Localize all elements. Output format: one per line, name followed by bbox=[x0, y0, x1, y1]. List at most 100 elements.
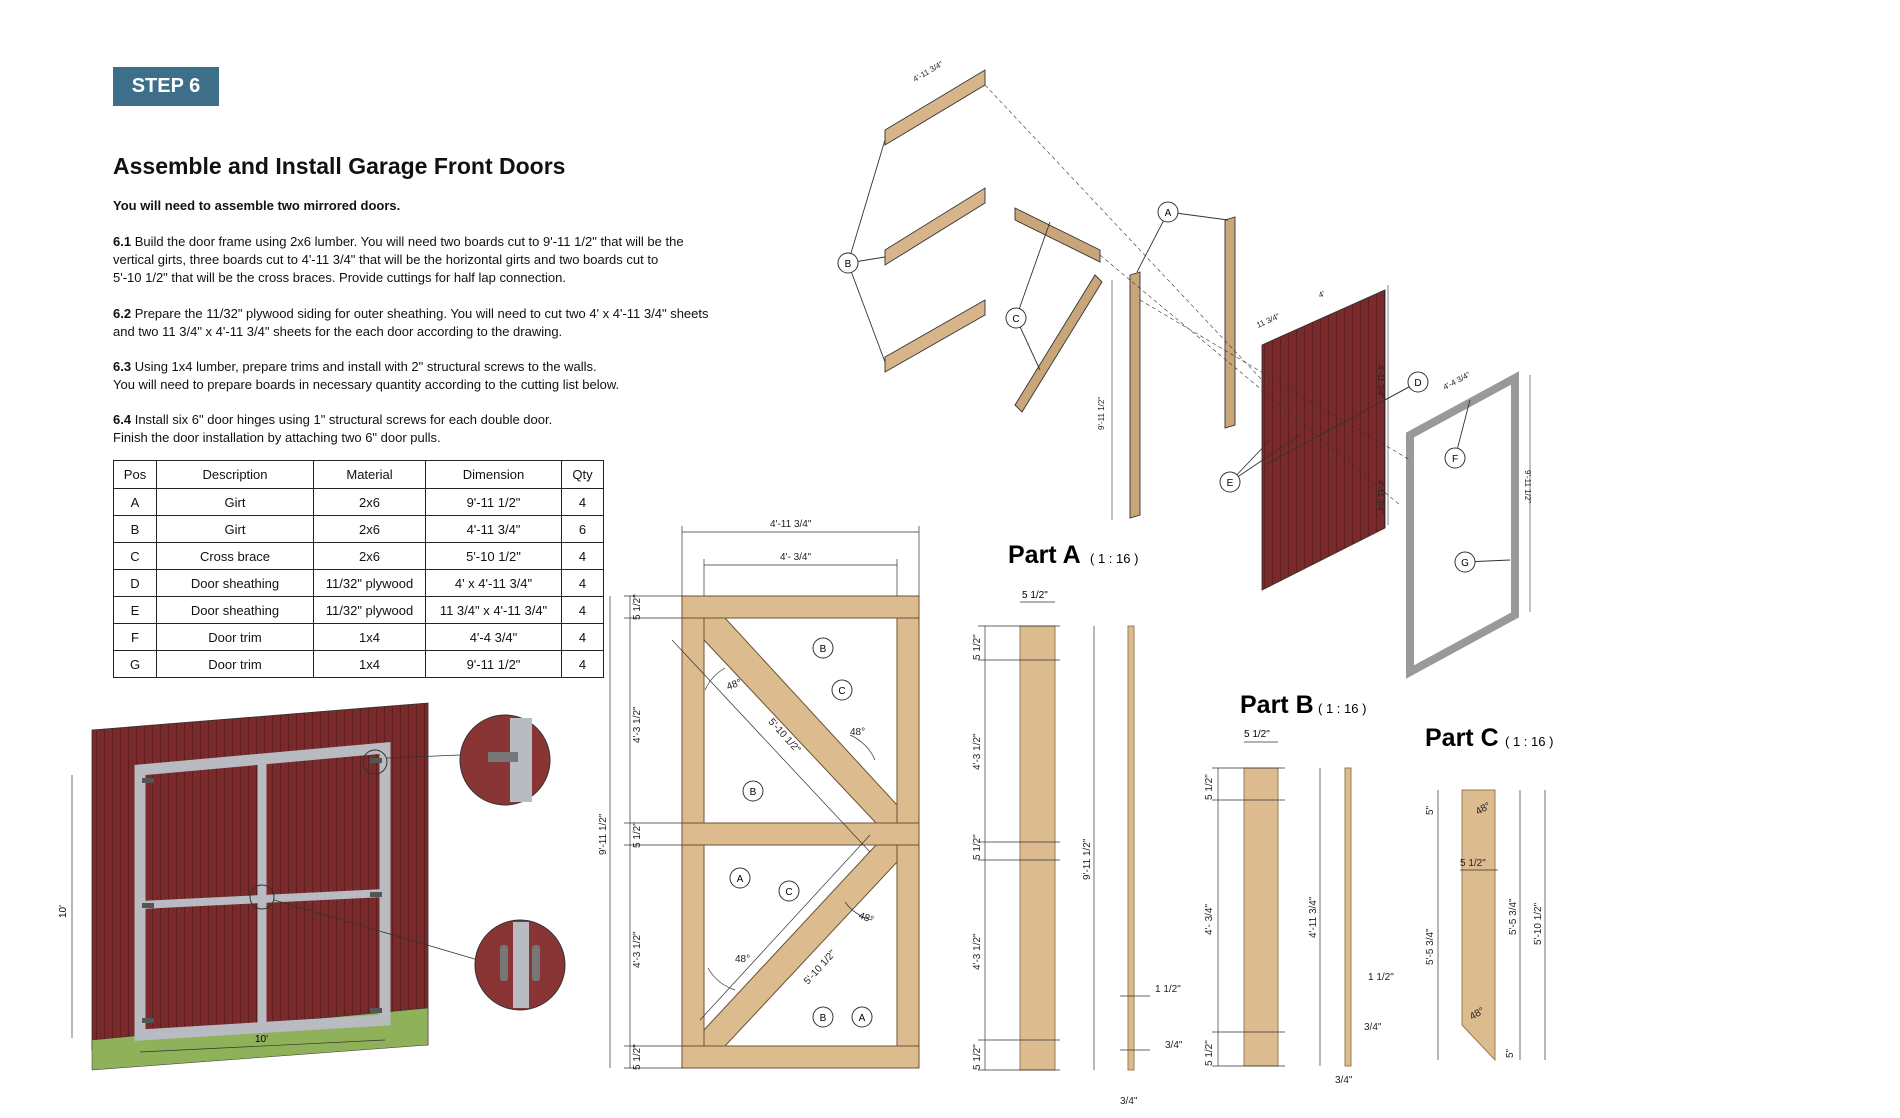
svg-text:48°: 48° bbox=[725, 677, 743, 693]
svg-text:D: D bbox=[1414, 378, 1421, 389]
col-qty: Qty bbox=[561, 460, 604, 489]
trim-frame bbox=[1406, 371, 1519, 679]
svg-text:4'-3 1/2": 4'-3 1/2" bbox=[632, 706, 643, 743]
svg-text:F: F bbox=[1452, 454, 1458, 465]
svg-text:B: B bbox=[820, 644, 827, 655]
svg-text:5 1/2": 5 1/2" bbox=[1244, 729, 1270, 740]
brace-c-top bbox=[1014, 207, 1101, 263]
svg-text:9'-11 1/2": 9'-11 1/2" bbox=[598, 813, 609, 855]
svg-text:Part B: Part B bbox=[1240, 691, 1314, 719]
svg-text:48°: 48° bbox=[857, 910, 875, 926]
svg-text:A: A bbox=[1165, 208, 1172, 219]
col-material: Material bbox=[313, 460, 426, 489]
brace-lower bbox=[703, 844, 898, 1047]
brace-c-diag bbox=[1014, 274, 1103, 413]
instruction-6-3: 6.3 Using 1x4 lumber, prepare trims and … bbox=[113, 359, 620, 392]
part-a-side bbox=[1127, 625, 1135, 1071]
part-b-face bbox=[1243, 767, 1279, 1067]
svg-text:( 1 : 16 ): ( 1 : 16 ) bbox=[1505, 734, 1553, 749]
girt-a-right bbox=[1224, 216, 1236, 429]
part-a-face bbox=[1019, 625, 1056, 1071]
frame-elevation-dims bbox=[609, 526, 920, 1069]
instruction-6-1: 6.1 Build the door frame using 2x6 lumbe… bbox=[113, 234, 684, 285]
svg-text:5 1/2": 5 1/2" bbox=[632, 822, 643, 848]
svg-text:3/4": 3/4" bbox=[1120, 1096, 1138, 1107]
frame-elevation bbox=[681, 595, 920, 1069]
svg-text:Part A: Part A bbox=[1008, 541, 1081, 569]
svg-text:4'- 3/4": 4'- 3/4" bbox=[780, 552, 811, 563]
svg-text:C: C bbox=[1012, 314, 1019, 325]
frame-elevation-callouts: A B C B A C B bbox=[729, 637, 873, 1028]
svg-text:1 1/2": 1 1/2" bbox=[1155, 984, 1181, 995]
svg-text:48°: 48° bbox=[735, 954, 750, 965]
svg-text:4'-4 3/4": 4'-4 3/4" bbox=[1442, 370, 1472, 392]
svg-text:4'-11 3/4": 4'-11 3/4" bbox=[1376, 480, 1385, 513]
cutting-list-table: Pos Description Material Dimension Qty A… bbox=[113, 460, 604, 678]
svg-text:5'-5 3/4": 5'-5 3/4" bbox=[1425, 928, 1436, 965]
instruction-6-2: 6.2 Prepare the 11/32" plywood siding fo… bbox=[113, 306, 709, 339]
svg-text:E: E bbox=[1227, 478, 1234, 489]
svg-text:5 1/2": 5 1/2" bbox=[632, 1044, 643, 1070]
svg-text:4'-11 3/4": 4'-11 3/4" bbox=[912, 59, 945, 83]
svg-text:Part C: Part C bbox=[1425, 724, 1499, 752]
part-c-brace bbox=[1461, 789, 1496, 1062]
brace-upper bbox=[703, 617, 898, 824]
step-badge: STEP 6 bbox=[113, 67, 219, 106]
svg-text:5 1/2": 5 1/2" bbox=[1204, 774, 1215, 800]
detail-marker-hinge bbox=[362, 749, 388, 775]
svg-text:3/4": 3/4" bbox=[1335, 1075, 1353, 1086]
svg-text:4': 4' bbox=[1317, 289, 1327, 300]
detail-marker-pull bbox=[249, 884, 275, 910]
subtitle: You will need to assemble two mirrored d… bbox=[113, 198, 401, 213]
svg-text:4'-3 1/2": 4'-3 1/2" bbox=[632, 931, 643, 968]
col-pos: Pos bbox=[113, 460, 157, 489]
svg-text:5'-10 1/2": 5'-10 1/2" bbox=[1533, 902, 1544, 945]
svg-text:5 1/2": 5 1/2" bbox=[972, 634, 983, 660]
hinge-detail bbox=[459, 714, 551, 806]
girt-b-mid bbox=[884, 187, 986, 266]
garage-perspective: 10' 10' bbox=[58, 702, 566, 1071]
pull-detail bbox=[474, 919, 566, 1011]
svg-text:5": 5" bbox=[1505, 1048, 1516, 1058]
girt-b-bot bbox=[884, 299, 986, 373]
girt-a-left bbox=[1129, 271, 1141, 519]
svg-text:C: C bbox=[838, 686, 845, 697]
girt-b-top bbox=[884, 69, 986, 146]
svg-text:11 3/4": 11 3/4" bbox=[1255, 312, 1281, 330]
svg-text:4'-11 3/4": 4'-11 3/4" bbox=[1376, 365, 1385, 398]
svg-text:A: A bbox=[737, 874, 744, 885]
exploded-dims: 4'-11 3/4" 9'-11 1/2" 11 3/4" 4' 4'-11 3… bbox=[912, 59, 1533, 513]
svg-text:B: B bbox=[845, 259, 852, 270]
svg-text:3/4": 3/4" bbox=[1165, 1040, 1183, 1051]
svg-text:5 1/2": 5 1/2" bbox=[632, 594, 643, 620]
sheathing-d bbox=[1261, 289, 1386, 591]
part-a: Part A ( 1 : 16 ) 5 1/2" 5 1/2" 4'-3 1/2… bbox=[972, 541, 1183, 1107]
page-title: Assemble and Install Garage Front Doors bbox=[113, 153, 566, 179]
svg-text:B: B bbox=[820, 1013, 827, 1024]
svg-text:( 1 : 16 ): ( 1 : 16 ) bbox=[1090, 551, 1138, 566]
svg-text:5": 5" bbox=[1425, 805, 1436, 815]
door-mid-rail bbox=[139, 889, 386, 909]
svg-text:9'-11 1/2": 9'-11 1/2" bbox=[1523, 470, 1532, 503]
svg-text:5 1/2": 5 1/2" bbox=[1460, 858, 1486, 869]
rail-bot bbox=[681, 1045, 920, 1069]
svg-text:5'-5 3/4": 5'-5 3/4" bbox=[1508, 898, 1519, 935]
svg-text:48°: 48° bbox=[850, 727, 865, 738]
svg-text:10': 10' bbox=[255, 1034, 268, 1045]
col-dimension: Dimension bbox=[425, 460, 562, 489]
part-c: Part C ( 1 : 16 ) 5" 5 1/2" 5'-5 3/4" 5'… bbox=[1425, 724, 1553, 1062]
svg-text:3/4": 3/4" bbox=[1364, 1022, 1382, 1033]
exploded-callouts: A B C D E F G bbox=[837, 201, 1476, 573]
svg-text:5 1/2": 5 1/2" bbox=[1022, 590, 1048, 601]
svg-text:1 1/2": 1 1/2" bbox=[1368, 972, 1394, 983]
rail-mid bbox=[681, 822, 920, 846]
svg-text:4'-11 3/4": 4'-11 3/4" bbox=[770, 519, 812, 530]
svg-text:A: A bbox=[859, 1013, 866, 1024]
svg-text:5 1/2": 5 1/2" bbox=[1204, 1040, 1215, 1066]
door-frame-trim bbox=[134, 741, 391, 1041]
